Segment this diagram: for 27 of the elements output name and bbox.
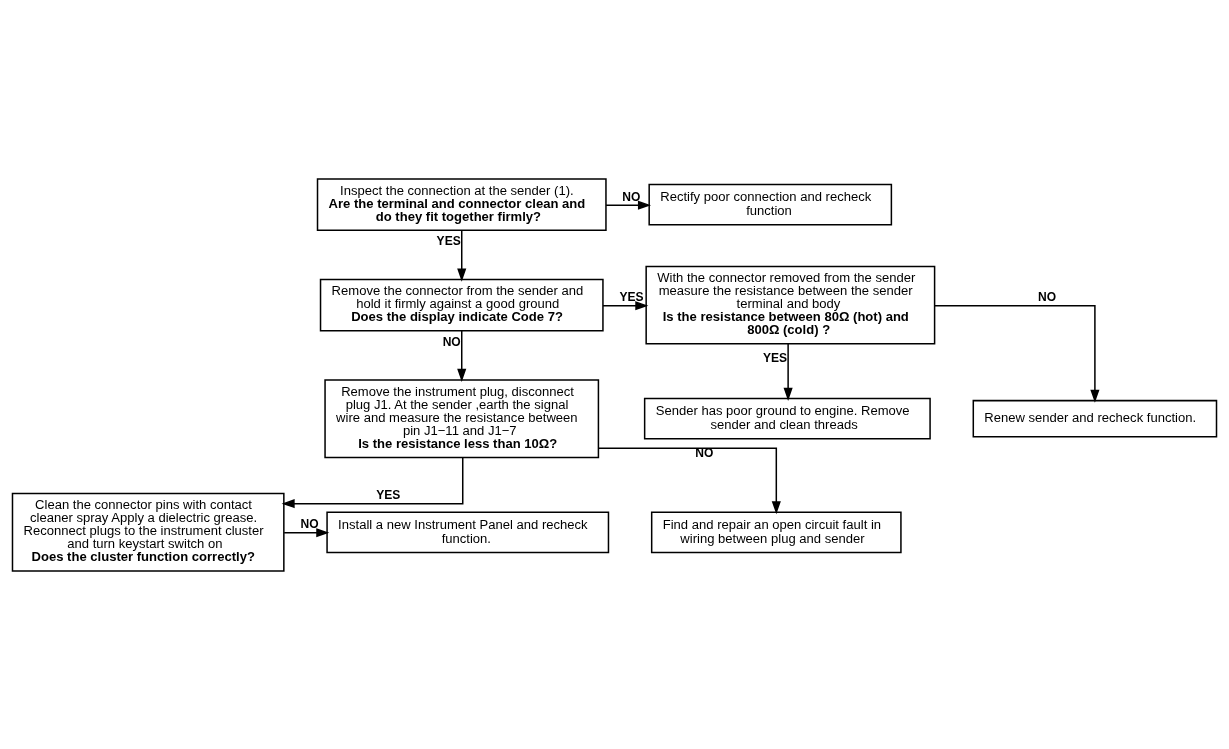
arrow [457, 229, 467, 282]
node-box: Remove the connector from the sender and hold it firmly against a good ground Does the display indicate Code 7? [319, 278, 604, 332]
edge-label: YES [436, 233, 461, 248]
edge-label: NO [300, 516, 319, 531]
edge-label: NO [622, 189, 641, 204]
node-box: Inspect the connection at the sender (1). Are the terminal and connector clean and do they fit together firmly? [316, 177, 607, 231]
node-box: Renew sender and recheck function. [972, 399, 1218, 438]
node-box: Install a new Instrument Panel and recheck function. [326, 510, 610, 553]
arrow [783, 342, 793, 401]
arrow [283, 527, 330, 537]
edge-label: YES [619, 289, 644, 304]
arrow [598, 447, 781, 514]
node-box: With the connector removed from the sender measure the resistance between the sender terminal and body Is the resistance between 80Ω (hot) and 800Ω (cold) ? [645, 265, 936, 345]
arrow [281, 456, 464, 508]
edge-label: YES [376, 487, 401, 502]
edge-label: NO [1038, 289, 1057, 304]
edge-label: YES [762, 350, 788, 365]
node-box: Find and repair an open circuit fault in wiring between plug and sender [650, 510, 902, 553]
node-box: Remove the instrument plug, disconnect plug J1. At the sender ,earth the signal wire and measure the resistance between pin J1−11 and J1−7 Is the resistance less than 10Ω? [324, 378, 600, 458]
arrow [602, 300, 649, 310]
node-box: Rectify poor connection and recheck function [648, 183, 893, 225]
arrow [457, 329, 467, 382]
node-box: Sender has poor ground to engine. Remove sender and clean threads [643, 397, 931, 440]
arrow [933, 304, 1100, 403]
node-box: Clean the connector pins with contact cleaner spray Apply a dielectric grease. Reconnect plugs to the instrument cluster and turn keystart switch on Does the cluster function correctly? [11, 492, 285, 572]
edge-label: NO [442, 334, 461, 349]
arrow [605, 200, 652, 210]
